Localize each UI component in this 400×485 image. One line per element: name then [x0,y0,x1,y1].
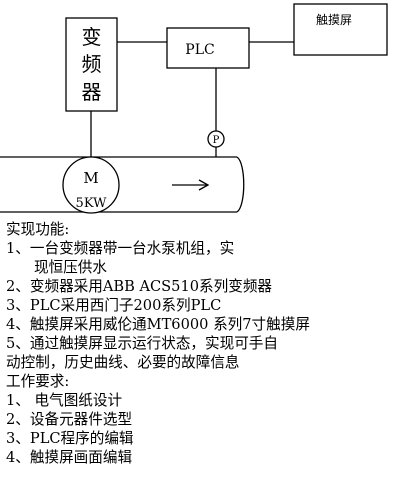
function-item-1-line-2: 现恒压供水 [34,259,107,276]
requirement-item-1: 1、 电气图纸设计 [6,392,123,409]
function-item-4: 4、触摸屏采用威伦通MT6000 系列7寸触摸屏 [6,316,310,333]
function-item-5-line-2: 动控制，历史曲线、必要的故障信息 [6,354,240,371]
function-item-5-line-1: 5、通过触摸屏显示运行状态，实现可手自 [6,335,278,352]
inverter-label-2: 频 [82,52,102,76]
function-item-1-line-1: 1、一台变频器带一台水泵机组，实 [6,240,235,257]
function-item-2: 2、变频器采用ABB ACS510系列变频器 [6,278,273,295]
requirement-item-3: 3、PLC程序的编辑 [6,430,134,447]
requirement-item-2: 2、设备元器件选型 [6,411,133,428]
motor-power: 5KW [76,196,108,211]
flow-arrow-head [198,179,210,191]
function-item-3: 3、PLC采用西门子200系列PLC [6,297,222,314]
functions-heading: 实现功能: [6,221,70,238]
pipe-end [236,156,245,213]
system-diagram: 变 频 器 PLC 触摸屏 P M 5KW [0,3,388,214]
requirements-heading: 工作要求: [6,373,70,390]
plc-box [166,27,250,69]
motor-label: M [83,169,98,187]
inverter-label-1: 变 [82,25,102,49]
motor-circle [62,156,120,214]
requirement-item-4: 4、触摸屏画面编辑 [6,449,133,466]
touchscreen-box [293,3,388,56]
touchscreen-label: 触摸屏 [316,13,352,27]
plc-label: PLC [185,42,214,58]
pressure-sensor-label: P [213,135,220,146]
description-text: 实现功能: 1、一台变频器带一台水泵机组，实 现恒压供水 2、变频器采用ABB … [6,220,398,467]
inverter-label-3: 器 [82,80,102,104]
